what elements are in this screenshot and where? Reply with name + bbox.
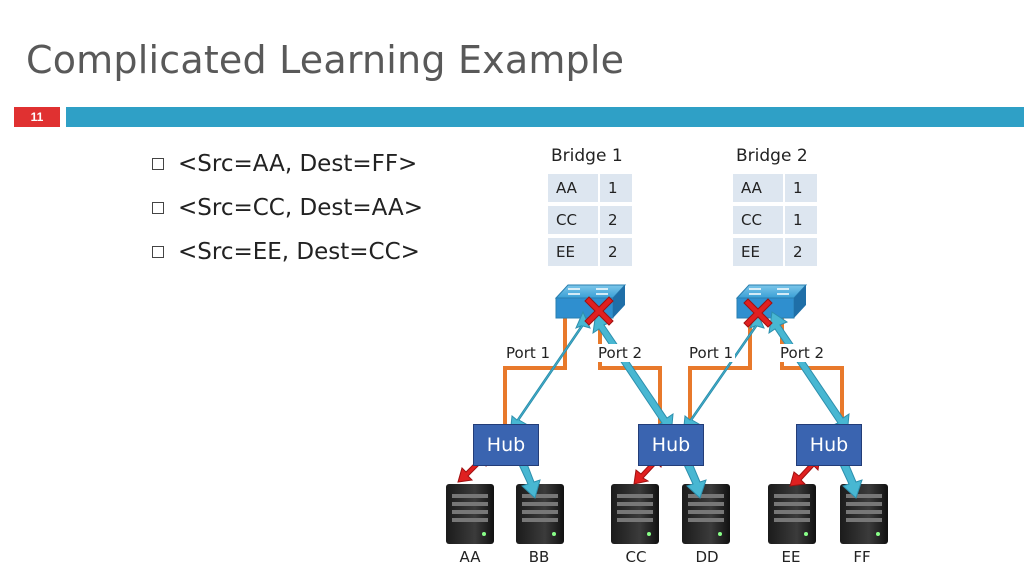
bullet-box-icon <box>152 202 164 214</box>
host-label-cc: CC <box>625 548 647 566</box>
arrow-b2-hub2 <box>682 310 765 438</box>
table-cell-port: 1 <box>600 174 632 202</box>
table-cell-mac: EE <box>548 238 600 266</box>
teal-arrows <box>509 310 863 499</box>
bullet-text: <Src=EE, Dest=CC> <box>178 239 420 265</box>
ethernet-links <box>503 313 844 430</box>
bridge-1-x-icon <box>584 296 614 326</box>
bridge-2-label: Bridge 2 <box>736 146 808 166</box>
slide-number: 11 <box>14 107 60 127</box>
bridge-1-label: Bridge 1 <box>551 146 623 166</box>
host-label-bb: BB <box>528 548 550 566</box>
host-label-aa: AA <box>459 548 481 566</box>
arrow-b2-hub3 <box>768 311 850 437</box>
bullet-box-icon <box>152 158 164 170</box>
b2-port2-link <box>780 313 844 430</box>
bridge-1-port1-label: Port 1 <box>504 344 553 362</box>
hub-2: Hub <box>638 424 704 466</box>
server-ff-icon <box>840 484 888 544</box>
table-cell-port: 2 <box>600 206 632 234</box>
bullet-text: <Src=AA, Dest=FF> <box>178 151 418 177</box>
table-cell-mac: CC <box>548 206 600 234</box>
bullet-box-icon <box>152 246 164 258</box>
hub-3: Hub <box>796 424 862 466</box>
bullet-list: <Src=AA, Dest=FF> <Src=CC, Dest=AA> <Src… <box>152 142 423 274</box>
table-cell-port: 2 <box>785 238 817 266</box>
bridge-2-port2-label: Port 2 <box>778 344 827 362</box>
table-cell-mac: AA <box>733 174 785 202</box>
host-label-ff: FF <box>853 548 871 566</box>
server-aa-icon <box>446 484 494 544</box>
server-dd-icon <box>682 484 730 544</box>
bridge-2-port1-label: Port 1 <box>687 344 736 362</box>
server-ee-icon <box>768 484 816 544</box>
slide-title: Complicated Learning Example <box>26 38 625 82</box>
table-cell-port: 1 <box>785 174 817 202</box>
table-cell-mac: CC <box>733 206 785 234</box>
table-cell-mac: EE <box>733 238 785 266</box>
bridge-2-x-icon <box>743 298 773 328</box>
table-cell-mac: AA <box>548 174 600 202</box>
server-bb-icon <box>516 484 564 544</box>
bullet-item: <Src=CC, Dest=AA> <box>152 186 423 230</box>
table-cell-port: 2 <box>600 238 632 266</box>
bullet-text: <Src=CC, Dest=AA> <box>178 195 423 221</box>
title-bar <box>66 107 1024 127</box>
table-cell-port: 1 <box>785 206 817 234</box>
bullet-item: <Src=AA, Dest=FF> <box>152 142 423 186</box>
servers <box>446 484 888 544</box>
b2-port1-link <box>688 313 752 430</box>
hub-1: Hub <box>473 424 539 466</box>
server-cc-icon <box>611 484 659 544</box>
host-label-dd: DD <box>695 548 719 566</box>
bullet-item: <Src=EE, Dest=CC> <box>152 230 423 274</box>
bridge-1-port2-label: Port 2 <box>596 344 645 362</box>
red-x-marks <box>584 296 773 328</box>
host-label-ee: EE <box>781 548 801 566</box>
arrow-b1-hub1 <box>509 310 591 438</box>
b1-port1-link <box>503 313 567 430</box>
